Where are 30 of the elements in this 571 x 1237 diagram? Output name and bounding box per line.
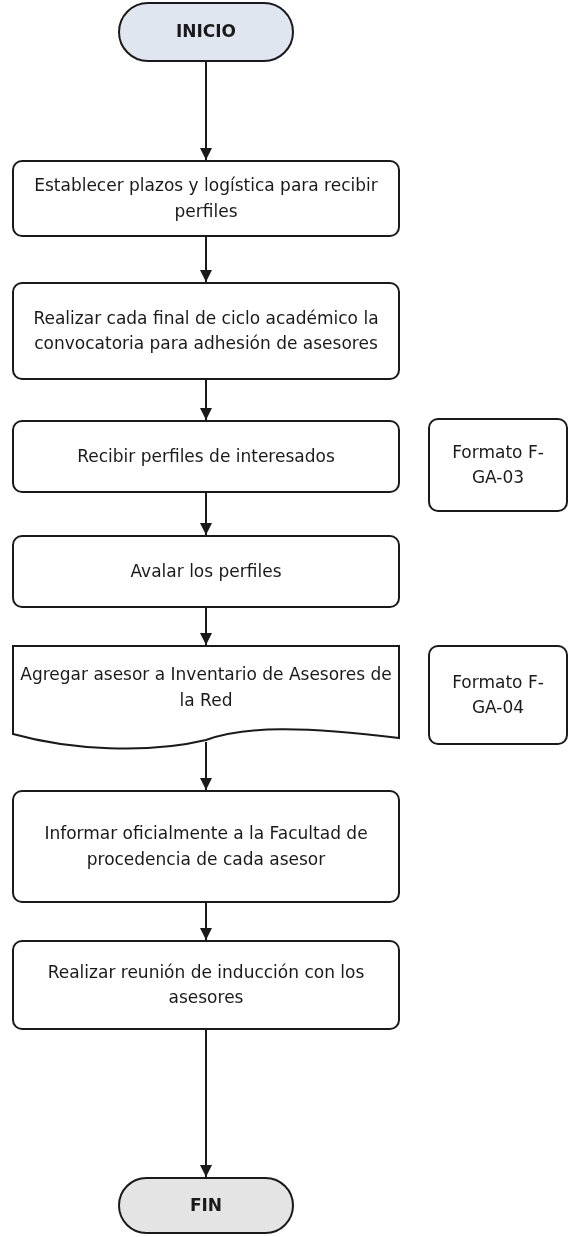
process-box [12, 790, 400, 903]
note-box [428, 645, 568, 745]
step-label: Realizar reunión de inducción con los asesores [46, 960, 366, 1009]
note-box [428, 418, 568, 512]
process-box [12, 282, 400, 380]
step-label: Formato F-GA-03 [451, 440, 545, 489]
step-label: Realizar cada final de ciclo académico la convocatoria para adhesión de asesores [32, 306, 380, 355]
step-label: Informar oficialmente a la Facultad de procedencia de cada asesor [43, 822, 369, 871]
step-label: Establecer plazos y logística para recibir perfiles [33, 174, 379, 223]
terminal-pill [118, 1177, 294, 1234]
arrow [200, 379, 212, 421]
terminal-pill [118, 2, 294, 62]
process-box [12, 535, 400, 608]
process-box [12, 940, 400, 1030]
step-label: Recibir perfiles de interesados [77, 444, 335, 468]
terminal-label: FIN [189, 1193, 223, 1217]
step-label: Formato F-GA-04 [451, 670, 545, 719]
arrow [200, 741, 212, 791]
arrow [200, 902, 212, 941]
terminal-label: INICIO [175, 20, 237, 44]
step-label: Avalar los perfiles [130, 559, 282, 583]
arrow [200, 1029, 212, 1178]
arrow [200, 607, 212, 646]
process-box [12, 160, 400, 237]
step-label: Agregar asesor a Inventario de Asesores de la Red [19, 663, 393, 712]
process-box [12, 420, 400, 493]
document-shape [12, 645, 400, 748]
arrow [200, 236, 212, 283]
arrow [200, 492, 212, 536]
arrow [200, 61, 212, 161]
